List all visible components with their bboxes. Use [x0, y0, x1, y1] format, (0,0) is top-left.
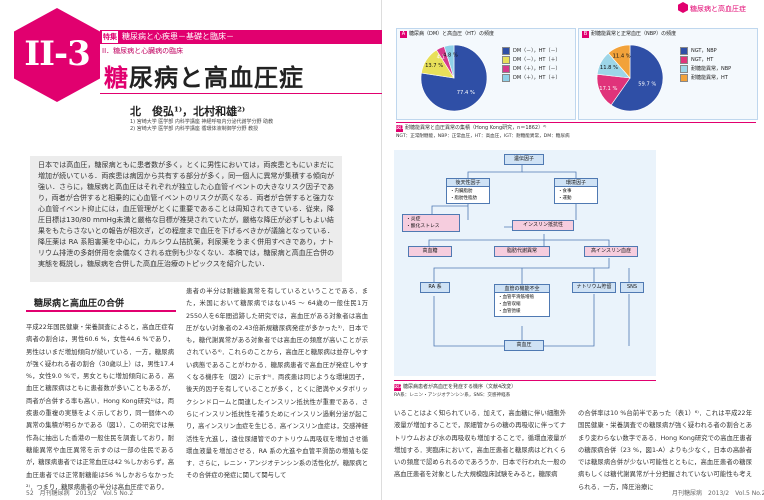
node-insulin-resistance: インスリン抵抗性 [512, 220, 574, 231]
arrow-connector [428, 239, 544, 246]
node-hyperinsulinemia: 高インスリン血症 [584, 246, 638, 257]
panel-b-letter: B [582, 31, 589, 38]
pie-slice [607, 44, 631, 79]
legend-swatch [502, 64, 510, 73]
affiliation-1: 1) 宮崎大学 医学部 内科学講座 神経呼吸内分泌代謝学分野 助教 [130, 119, 274, 125]
arrow-connector [544, 239, 610, 246]
running-head: 糖尿病と高血圧症 [690, 5, 746, 13]
node-acquired-list: ・内臓脂肪 ・脂肪性脂肪 [446, 186, 490, 204]
pie-slice-label: 4.1 % [437, 54, 452, 60]
pie-slice-label: 11.8 % [600, 65, 618, 71]
pie-slice-label: 11.4 % [613, 54, 631, 60]
panel-a-letter: A [400, 31, 407, 38]
series-bar [100, 30, 382, 44]
figure1-label: 図1 [396, 125, 405, 132]
legend-swatch [680, 55, 688, 64]
arrow-connector [467, 164, 523, 178]
legend-swatch [680, 73, 688, 82]
body-column-3: いることはよく知られている．加えて，高血糖に伴い細胞外液量が増加することで，尿細… [394, 410, 566, 479]
pie-slice [443, 44, 455, 79]
node-environment-list: ・食事 ・運動 [554, 186, 598, 204]
section-heading-rule [26, 310, 176, 312]
figure2-label: 図2 [394, 384, 403, 391]
article-title: 糖尿病と高血圧症 [104, 58, 304, 93]
pie-slice [610, 44, 664, 112]
node-inflammation-stress: ・炎症 ・酸化ストレス [402, 214, 460, 232]
legend-item: DM（＋），HT（＋） [502, 73, 560, 82]
panel-a-legend: DM（－），HT（－） DM（－），HT（＋） DM（＋），HT（－） DM（＋… [502, 46, 560, 82]
node-genetic-factor: 遺伝因子 [504, 154, 544, 165]
legend-swatch [502, 46, 510, 55]
pie-chart-dm-ht: 77.4 % 13.7 % 4.1 %4.8 % [420, 44, 488, 112]
node-sns: SNS [620, 282, 644, 293]
footer-left: 52 月刊糖尿病 2013/2 Vol.5 No.2 [26, 490, 134, 497]
node-hypertension: 高血圧 [504, 340, 544, 351]
page-gutter [381, 0, 382, 500]
arrow-connector [522, 171, 577, 178]
body-column-2: 患者の半分は耐糖能異常を有しているということである．また，米国において糖尿病では… [186, 288, 368, 480]
legend-item: DM（－），HT（＋） [502, 55, 560, 64]
abstract-box: 日本では高血圧，糖尿病ともに患者数が多く，とくに男性においては，両疾患ともにいま… [30, 156, 342, 282]
legend-swatch [502, 55, 510, 64]
figure2-diagram: 遺伝因子 後天性因子 ・内臓脂肪 ・脂肪性脂肪 環境因子 ・食事 ・運動 ・炎症… [394, 150, 656, 376]
legend-item: 耐糖能異常，HT [680, 73, 731, 82]
arrow-connector [433, 296, 504, 347]
chapter-number: II-3 [24, 34, 91, 74]
node-lipid-abnormality: 脂肪代謝異常 [494, 246, 550, 257]
legend-item: NGT，HT [680, 55, 731, 64]
pie-slice-label: 77.4 % [457, 90, 475, 96]
section-heading: 糖尿病と高血圧の合併 [34, 299, 125, 309]
affiliation-2: 2) 宮崎大学 医学部 内科学講座 循環体液制御学分野 教授 [130, 126, 259, 132]
figure1-caption: 図1耐糖能異常と血圧異常の集積（Hong Kong研究，n＝1862）²⁾ [396, 125, 547, 132]
affiliations: 1) 宮崎大学 医学部 内科学講座 神経呼吸内分泌代謝学分野 助教 2) 宮崎大… [130, 119, 273, 133]
panel-b-legend: NGT，NBP NGT，HT 耐糖能異常，NBP 耐糖能異常，HT [680, 46, 731, 82]
title-rest: 尿病と高血圧症 [129, 63, 304, 92]
pie-slice-label: 59.7 % [638, 81, 656, 87]
title-first-char: 糖 [104, 63, 129, 92]
pie-slice-label: 13.7 % [425, 63, 443, 69]
node-vascular-list: ・血管平滑筋増殖 ・血管収縮 ・血管弛緩 [494, 292, 550, 317]
series-title: 糖尿病と心疾患－基礎と臨床－ [122, 32, 234, 41]
legend-item: NGT，NBP [680, 46, 731, 55]
section-label: II．糖尿病と心臓病の臨床 [102, 47, 184, 55]
figure2-caption-rule [394, 380, 656, 381]
title-rule [100, 93, 382, 94]
node-sodium-retention: ナトリウム貯留 [572, 282, 616, 293]
arrow-connector [544, 294, 595, 347]
body-column-1: 平成22年国民健康・栄養調査によると，高血圧症有病者の割合は，男性60.6 %，… [26, 324, 174, 490]
figure2-caption: 図2糖尿病患者が高血圧を発症する機序（文献4改変） [394, 384, 517, 391]
footer-right: 月刊糖尿病 2013/2 Vol.5 No.2 53 [672, 490, 764, 497]
pie-slice-label: 17.1 % [599, 86, 617, 92]
arrow-connector [433, 258, 610, 282]
running-head-hexagon [678, 2, 688, 13]
legend-swatch [680, 64, 688, 73]
arrow-connector [431, 205, 468, 214]
node-ra-system: RA 系 [420, 282, 450, 293]
legend-item: DM（－），HT（－） [502, 46, 560, 55]
pie-slice-label: 4.8 % [443, 53, 458, 59]
legend-swatch [680, 46, 688, 55]
figure2-note: RA系：レニン・アンジオテンシン系，SNS：交感神経系 [394, 393, 511, 398]
legend-swatch [502, 73, 510, 82]
body-column-4: の合併率は10 %台前半であった（表1）⁶⁾．これは平成22年国民健康・栄養調査… [578, 410, 752, 490]
feature-tag: 特集 [102, 31, 118, 43]
authors: 北 俊弘¹⁾，北村和雄²⁾ [130, 105, 246, 118]
node-hyperglycemia: 高血糖 [408, 246, 452, 257]
legend-item: 耐糖能異常，NBP [680, 64, 731, 73]
figure1-note: NGT：正常耐糖能，NBP：正常血圧，HT：高血圧，IGT：耐糖能異常，DM：糖… [396, 134, 570, 139]
figure1-caption-rule [396, 122, 756, 123]
legend-item: DM（＋），HT（－） [502, 64, 560, 73]
pie-chart-ngt-nbp: 59.7 % 17.1 % 11.8 % 11.4 % [596, 44, 664, 112]
